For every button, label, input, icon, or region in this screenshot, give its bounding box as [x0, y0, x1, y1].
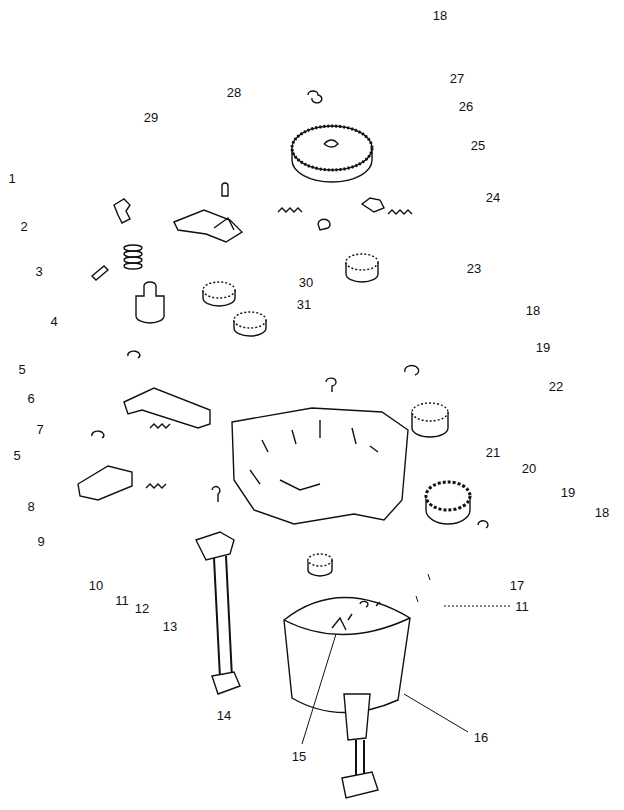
small-gears: [234, 312, 266, 328]
callout-number: 19: [561, 486, 575, 499]
levers: [124, 388, 210, 428]
chassis-plate: [232, 378, 408, 524]
callout-number: 31: [297, 298, 311, 311]
small-gears: [426, 482, 470, 510]
chassis-plate: [232, 408, 408, 524]
callout-number: 9: [37, 535, 44, 548]
leader-lines: [416, 574, 430, 602]
callout-number: 12: [135, 602, 149, 615]
callout-number: 5: [13, 449, 20, 462]
levers: [78, 466, 132, 500]
callout-number: 10: [89, 579, 103, 592]
callout-number: 14: [217, 709, 231, 722]
tension-springs: [278, 198, 412, 230]
callout-number: 11: [515, 600, 529, 613]
callout-number: 3: [35, 265, 42, 278]
callout-number: 4: [50, 315, 57, 328]
callout-number: 24: [486, 191, 500, 204]
callout-number: 19: [536, 341, 550, 354]
leader-lines: [404, 694, 468, 732]
levers: [128, 351, 140, 358]
small-gears: [412, 403, 448, 421]
tension-springs: [278, 208, 302, 212]
callout-number: 17: [510, 579, 524, 592]
callout-number: 25: [471, 139, 485, 152]
callout-number: 27: [450, 72, 464, 85]
callout-number: 13: [163, 620, 177, 633]
motor-housing: [332, 618, 346, 630]
callout-number: 30: [299, 276, 313, 289]
callout-number: 11: [115, 594, 129, 607]
small-gears: [308, 554, 332, 566]
motor-housing: [284, 618, 410, 635]
callout-number: 6: [27, 392, 34, 405]
small-gears: [346, 254, 378, 270]
callout-number: 18: [526, 304, 540, 317]
callout-number: 5: [18, 363, 25, 376]
coil-spring: [124, 245, 142, 251]
knob-shaft: [136, 282, 164, 323]
knob-shaft: [136, 282, 164, 323]
retaining-clip: [308, 91, 322, 103]
small-parts: [174, 210, 242, 242]
callout-number: 29: [144, 111, 158, 124]
main-gear: [292, 126, 372, 170]
tension-springs: [318, 219, 330, 230]
levers: [146, 484, 166, 488]
callout-number: 16: [474, 731, 488, 744]
chassis-plate: [250, 420, 378, 490]
lower-cable: [344, 694, 370, 740]
coil-spring: [124, 245, 142, 269]
small-gears: [478, 521, 488, 528]
coil-spring: [124, 257, 142, 263]
lower-cable: [342, 694, 378, 798]
callout-number: 26: [459, 100, 473, 113]
lower-cable: [356, 740, 364, 776]
coil-spring: [124, 251, 142, 257]
small-gears: [203, 282, 235, 298]
callout-number: 18: [433, 9, 447, 22]
small-parts: [92, 183, 242, 280]
levers: [78, 351, 220, 502]
small-parts: [214, 218, 234, 230]
callout-number: 15: [292, 750, 306, 763]
small-parts: [92, 266, 108, 280]
callout-number: 20: [522, 462, 536, 475]
tension-springs: [388, 210, 412, 214]
callout-number: 28: [227, 86, 241, 99]
main-gear: [324, 140, 338, 147]
levers: [212, 487, 220, 502]
upper-cable: [196, 532, 240, 694]
tension-springs: [362, 198, 384, 212]
levers: [92, 431, 104, 438]
upper-cable: [212, 672, 240, 694]
callout-number: 18: [595, 506, 609, 519]
callout-number: 1: [8, 172, 15, 185]
lower-cable: [342, 772, 378, 798]
main-gear: [292, 126, 372, 170]
small-gears: [405, 366, 419, 375]
callout-number: 22: [549, 380, 563, 393]
retaining-clip: [308, 91, 322, 103]
main-gear: [292, 126, 372, 182]
upper-cable: [214, 556, 232, 678]
upper-cable: [196, 532, 234, 560]
levers: [150, 424, 170, 428]
leader-lines: [302, 574, 510, 744]
leader-lines: [444, 606, 510, 607]
motor-housing: [348, 601, 380, 620]
callout-number: 7: [36, 423, 43, 436]
coil-spring: [124, 263, 142, 269]
callout-number: 23: [467, 262, 481, 275]
small-parts: [114, 199, 130, 223]
callout-number: 8: [27, 500, 34, 513]
callout-number: 2: [20, 220, 27, 233]
small-parts: [222, 183, 228, 196]
small-gears: [203, 254, 488, 576]
chassis-plate: [326, 378, 336, 392]
callout-number: 21: [486, 446, 500, 459]
leader-lines: [302, 634, 336, 744]
